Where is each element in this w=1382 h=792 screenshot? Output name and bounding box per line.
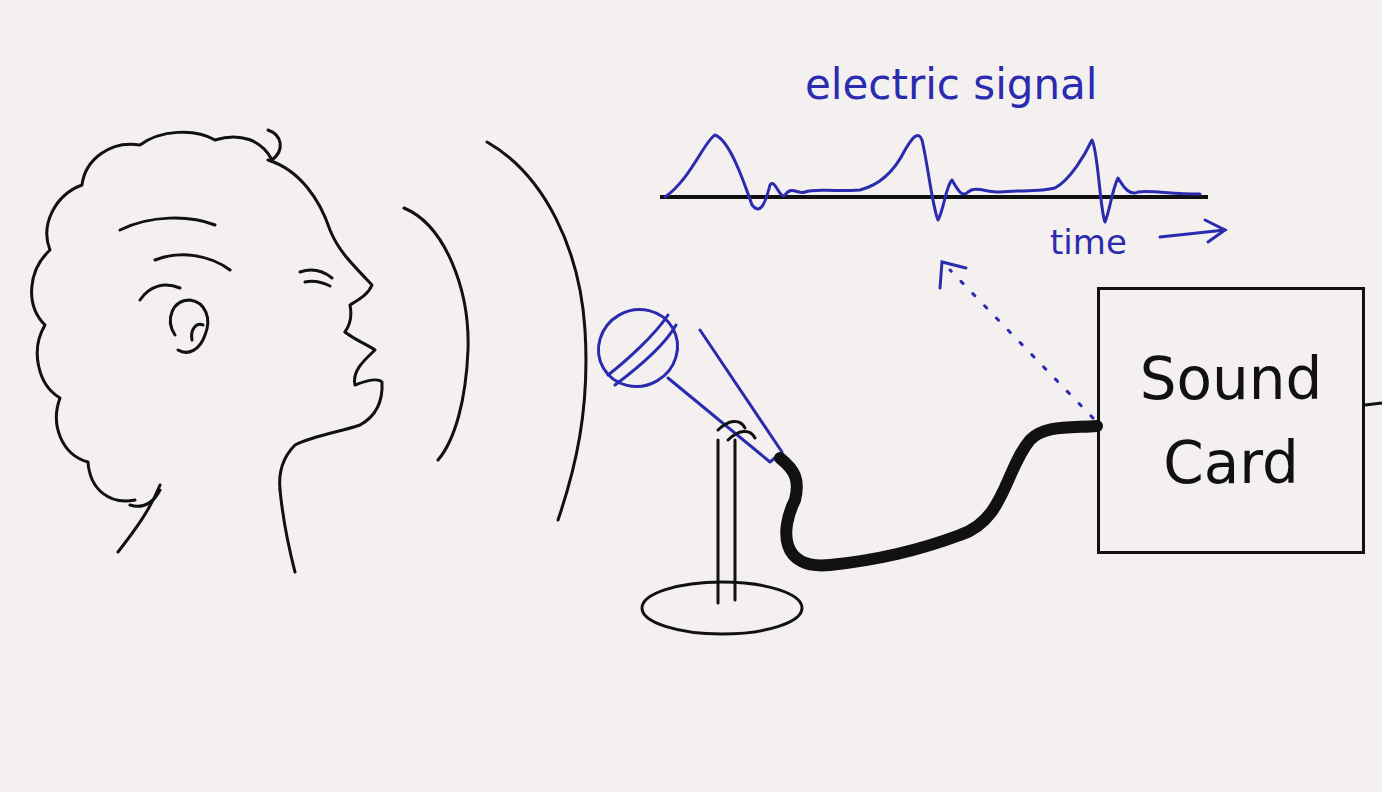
microphone <box>584 295 782 462</box>
singer-figure <box>32 130 383 572</box>
time-label: time <box>1050 222 1127 262</box>
pointer-arrow <box>940 262 1093 418</box>
box-title: Sound Card <box>1117 337 1345 505</box>
sound-card-box: Sound Card <box>1097 287 1365 554</box>
sound-waves <box>404 142 586 520</box>
signal-label: electric signal <box>805 60 1098 109</box>
cable <box>780 426 1097 565</box>
time-arrow <box>1160 220 1225 242</box>
output-stub <box>1365 403 1382 405</box>
waveform <box>665 135 1200 222</box>
